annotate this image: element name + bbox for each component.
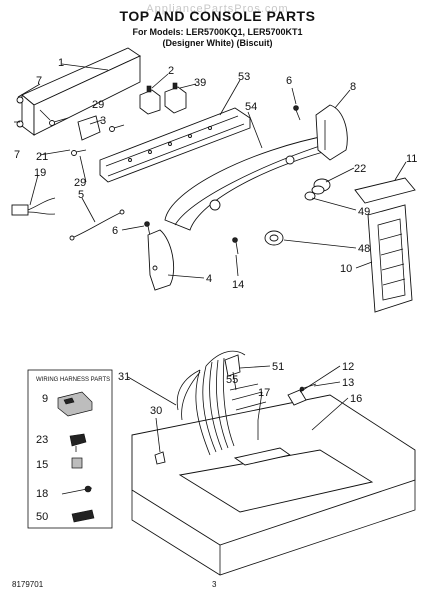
part-pad	[354, 177, 416, 204]
part-end-cap-right	[315, 104, 348, 161]
models-line: For Models: LER5700KQ1, LER5700KT1	[132, 27, 303, 37]
part-wire-5	[69, 209, 125, 241]
part-control-panel	[99, 107, 251, 183]
leader-lines	[14, 63, 407, 453]
callout-21: 21	[36, 151, 48, 163]
part-bracket-screws	[49, 115, 125, 156]
colors-line: (Designer White) (Biscuit)	[162, 38, 273, 48]
inset-label-18: 18	[36, 488, 48, 500]
inset-label-50: 50	[36, 511, 48, 523]
callout-8: 8	[350, 81, 356, 93]
part-top-cover	[131, 394, 416, 576]
callout-51: 51	[272, 361, 284, 373]
part-screws	[144, 105, 301, 237]
page-title: TOP AND CONSOLE PARTS	[119, 8, 316, 24]
callout-30: 30	[150, 405, 162, 417]
callout-7-top: 7	[36, 75, 42, 87]
inset-label-9: 9	[42, 393, 48, 405]
part-switches	[139, 82, 187, 115]
watermark-text: AppliancePartsPros.com	[146, 3, 289, 15]
inset-label-23: 23	[36, 434, 48, 446]
wiring-harness-inset: WIRING HARNESS PARTS 9 23 15 18 50	[27, 369, 113, 529]
callout-49: 49	[358, 206, 370, 218]
inset-label-15: 15	[36, 459, 48, 471]
part-knob-48	[264, 230, 284, 246]
footer-page-number: 3	[212, 580, 217, 589]
inset-title: WIRING HARNESS PARTS	[36, 377, 110, 383]
callout-6-mid: 6	[112, 225, 118, 237]
callout-29-mid: 29	[74, 177, 86, 189]
part-clip-30	[154, 451, 166, 465]
callout-1: 1	[58, 57, 64, 69]
callout-11: 11	[406, 153, 417, 165]
callout-4: 4	[206, 273, 212, 285]
callout-29-top: 29	[92, 99, 104, 111]
callout-17: 17	[258, 387, 270, 399]
callout-numbers: 1 2 39 53 6 8 7 29 3 7 21 54 22 11 29 19…	[14, 57, 417, 417]
footer-part-number: 8179701	[12, 580, 44, 589]
part-side-panel	[367, 204, 413, 313]
callout-31: 31	[118, 371, 130, 383]
callout-3: 3	[100, 115, 106, 127]
callout-48: 48	[358, 243, 370, 255]
part-screw-14	[232, 237, 239, 255]
callout-2: 2	[168, 65, 174, 77]
callout-39: 39	[194, 77, 206, 89]
callout-6-top: 6	[286, 75, 292, 87]
callout-53: 53	[238, 71, 250, 83]
part-end-cap-left	[147, 229, 174, 291]
callout-14: 14	[232, 279, 244, 291]
callout-55: 55	[226, 374, 238, 386]
callout-19: 19	[34, 167, 46, 179]
callout-54: 54	[245, 101, 257, 113]
callout-7-bottom: 7	[14, 149, 20, 161]
callout-12: 12	[342, 361, 354, 373]
callout-5: 5	[78, 189, 84, 201]
callout-10: 10	[340, 263, 352, 275]
callout-16: 16	[350, 393, 362, 405]
part-wiring-harness	[176, 350, 267, 456]
part-bracket-12-13	[287, 383, 317, 406]
callout-13: 13	[342, 377, 354, 389]
part-connector-19	[11, 197, 56, 216]
part-console-bracket	[16, 47, 141, 136]
callout-22: 22	[354, 163, 366, 175]
